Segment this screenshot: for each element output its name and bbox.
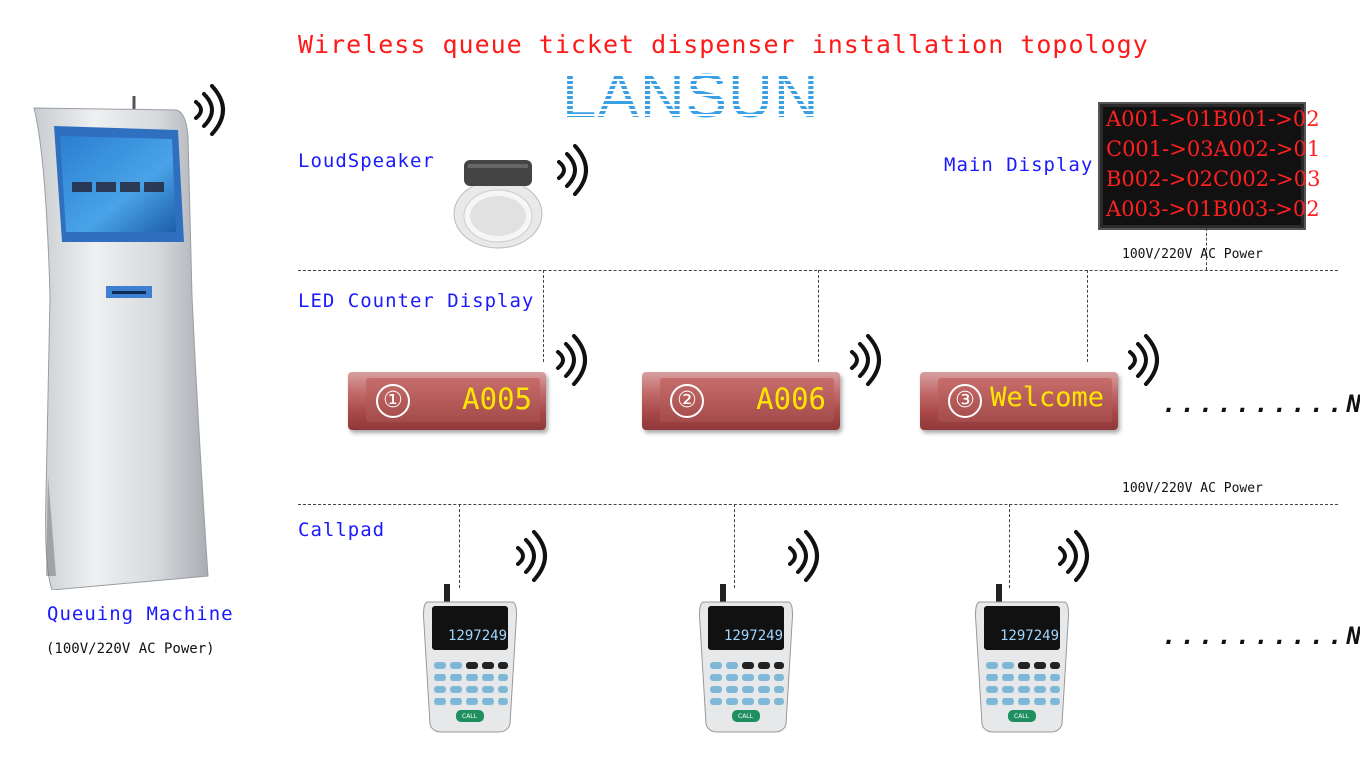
callpad-label: Callpad [298,519,386,541]
wireless-signal-icon [788,530,819,582]
wireless-signal-icon [516,530,547,582]
wireless-signal-icon [1058,530,1089,582]
counter-text: A006 [756,382,826,416]
connector-line [543,270,544,362]
callpad-screen-text: 1297249 [448,628,508,644]
connector-line [1009,504,1010,588]
wireless-signal-icon [1128,334,1159,386]
connector-line [818,270,819,362]
loudspeaker-image [453,160,543,249]
counter-text: Welcome [990,382,1104,413]
connector-line [459,504,460,588]
callpad-device-1: 1297249 CALL [418,584,522,734]
more-callpads-indicator: ..........N [1162,622,1360,650]
counter-number: ② [670,384,704,418]
power-connector-line [1206,228,1207,270]
counter-text: A005 [462,382,532,416]
callpad-call-key: CALL [462,713,477,720]
wireless-signal-icon [557,144,588,196]
connector-line [734,504,735,588]
main-display-label: Main Display [944,154,1094,176]
callpad-screen-text: 1297249 [724,628,784,644]
queuing-machine-power-label: (100V/220V AC Power) [46,641,215,657]
queuing-machine-image [33,96,209,590]
queuing-machine-label: Queuing Machine [47,603,234,625]
wireless-signal-icon [194,84,225,136]
callpad-call-key: CALL [1014,713,1029,720]
counter-number: ① [376,384,410,418]
led-counter-label: LED Counter Display [298,290,535,312]
loudspeaker-label: LoudSpeaker [298,150,435,172]
callpad-screen-text: 1297249 [1000,628,1060,644]
more-counters-indicator: ..........N [1162,390,1360,418]
callpad-device-2: 1297249 CALL [694,584,798,734]
counter-number: ③ [948,384,982,418]
callpad-device-3: 1297249 CALL [970,584,1074,734]
power-label-top: 100V/220V AC Power [1122,247,1263,262]
wireless-signal-icon [556,334,587,386]
connector-line [1087,270,1088,362]
diagram-title: Wireless queue ticket dispenser installa… [298,30,1149,59]
bus-line-bottom [298,504,1338,505]
power-label-mid: 100V/220V AC Power [1122,481,1263,496]
led-counter-display-1: ① A005 [348,372,546,430]
brand-logo: LANSUN [562,62,820,131]
wireless-signal-icon [850,334,881,386]
callpad-call-key: CALL [738,713,753,720]
led-counter-display-2: ② A006 [642,372,840,430]
led-counter-display-3: ③ Welcome [920,372,1118,430]
